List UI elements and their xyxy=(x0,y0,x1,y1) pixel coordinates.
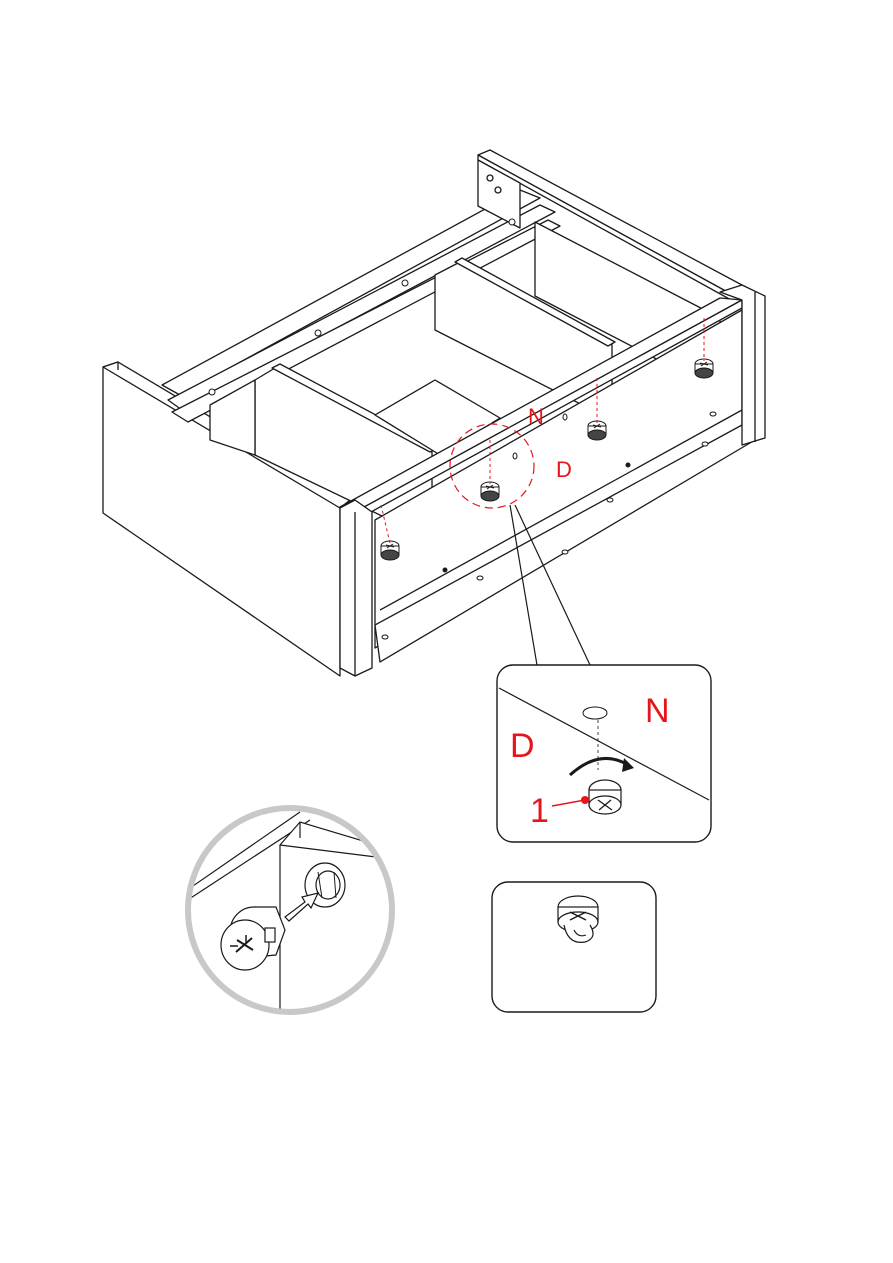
detail-label-d: D xyxy=(510,727,535,765)
insert-detail-magnifier xyxy=(180,800,400,1020)
cam-lock-fitting-icon xyxy=(589,780,621,814)
cabinet-frame xyxy=(103,150,765,676)
part-reference-box xyxy=(492,882,656,1012)
detail-panel: N D 1 xyxy=(497,665,711,842)
left-end-panel xyxy=(340,500,372,676)
part-number-label: 1 xyxy=(530,792,549,830)
main-label-n: N xyxy=(528,404,544,429)
detail-label-n: N xyxy=(645,692,670,730)
main-label-d: D xyxy=(556,457,572,482)
